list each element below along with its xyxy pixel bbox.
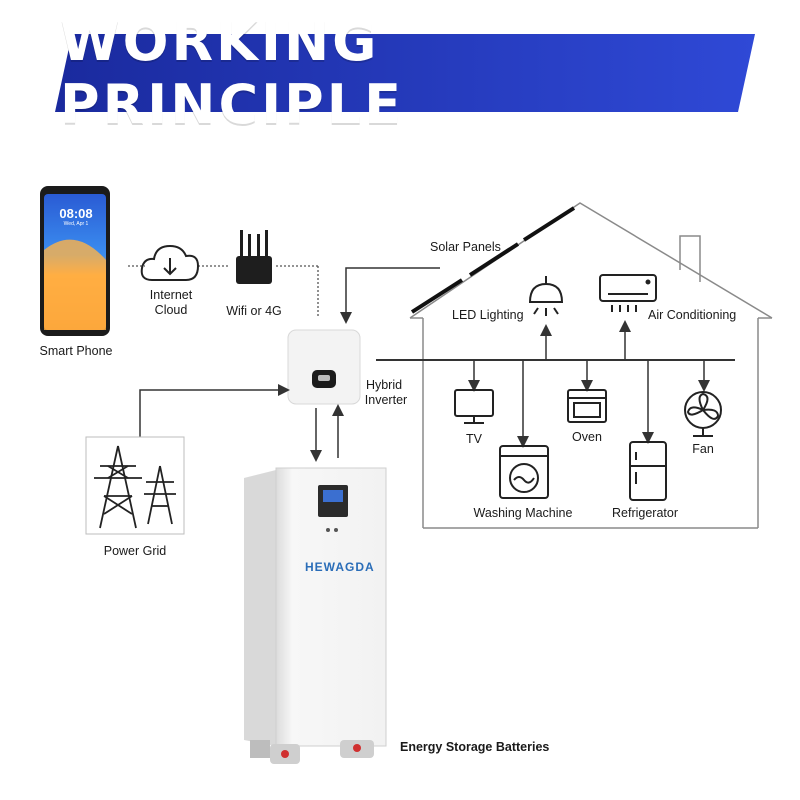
oven-icon	[567, 389, 607, 423]
label-oven: Oven	[572, 430, 602, 444]
battery-brand: HEWAGDA	[305, 560, 375, 574]
cloud-icon	[140, 244, 200, 281]
label-washing-machine: Washing Machine	[473, 506, 573, 520]
label-air-conditioning: Air Conditioning	[648, 308, 737, 322]
refrigerator-icon	[629, 441, 667, 501]
label-led-lighting: LED Lighting	[452, 308, 524, 322]
grid-to-inverter-line	[139, 384, 290, 437]
led-lighting-icon	[528, 276, 564, 316]
energy-storage-battery-icon	[244, 467, 387, 764]
page-title: WORKING PRINCIPLE	[60, 10, 405, 136]
title-banner	[55, 34, 755, 112]
data-link-dotted	[128, 265, 319, 318]
tv-icon	[454, 389, 494, 424]
air-conditioning-icon	[599, 274, 657, 312]
label-refrigerator: Refrigerator	[612, 506, 678, 520]
inverter-battery-arrows	[310, 404, 344, 462]
fan-icon	[684, 391, 722, 437]
phone-clock: 08:08	[59, 206, 93, 221]
label-energy-storage: Energy Storage Batteries	[400, 740, 550, 754]
label-fan: Fan	[692, 442, 714, 456]
bus-downward-branches	[468, 360, 710, 448]
label-hybrid: Hybrid	[365, 378, 403, 392]
label-tv: TV	[466, 432, 482, 446]
label-wifi: Wifi or 4G	[226, 304, 282, 318]
label-power-grid: Power Grid	[103, 544, 167, 558]
label-smart-phone: Smart Phone	[39, 344, 113, 358]
label-solar-panels: Solar Panels	[430, 240, 501, 254]
smart-phone-icon	[40, 186, 110, 336]
washing-machine-icon	[499, 445, 549, 499]
solar-panels	[410, 206, 576, 314]
power-grid-icon	[85, 436, 185, 535]
label-internet: Internet	[149, 288, 193, 302]
label-cloud: Cloud	[154, 303, 188, 317]
bus-upward-branches	[540, 320, 631, 360]
label-inverter: Inverter	[364, 393, 408, 407]
house-outline	[409, 202, 773, 529]
solar-to-inverter-line	[340, 267, 440, 324]
hybrid-inverter-icon	[287, 329, 361, 405]
router-icon	[236, 230, 272, 284]
phone-date: Wed, Apr 1	[63, 221, 89, 227]
